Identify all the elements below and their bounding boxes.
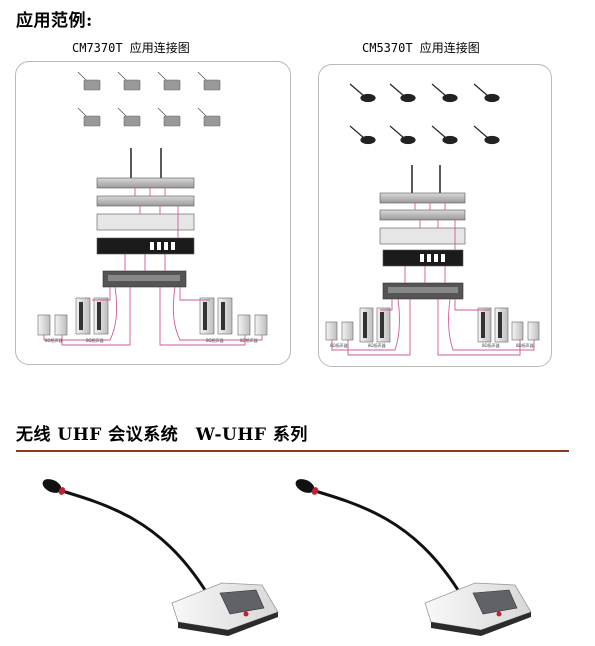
series-heading: 无线 UHF 会议系统 W-UHF 系列 xyxy=(16,425,308,445)
speaker-fronts-left xyxy=(79,302,225,330)
delegate-units-right xyxy=(349,83,500,145)
speakers-left xyxy=(37,297,268,336)
speaker-fronts-right xyxy=(363,312,502,338)
diagram-panel-cm7370t xyxy=(15,61,291,365)
equipment-rack-left xyxy=(96,148,195,288)
delegate-units-left xyxy=(77,71,221,127)
svg-text:8Ω扬声器: 8Ω扬声器 xyxy=(240,337,258,343)
cable-labels-left: 8Ω扬声器 8Ω扬声器 8Ω扬声器 8Ω扬声器 xyxy=(45,337,258,343)
examples-heading: 应用范例: xyxy=(16,11,93,31)
equipment-rack-right xyxy=(379,165,466,300)
svg-text:8Ω扬声器: 8Ω扬声器 xyxy=(206,337,224,343)
cable-labels-right: 8Ω扬声器 8Ω扬声器 8Ω扬声器 8Ω扬声器 xyxy=(330,342,534,348)
svg-text:8Ω扬声器: 8Ω扬声器 xyxy=(516,342,534,348)
cables-right xyxy=(331,203,535,356)
conference-unit-left xyxy=(42,479,279,636)
diagram-caption-cm7370t: CM7370T 应用连接图 xyxy=(72,41,190,55)
svg-text:8Ω扬声器: 8Ω扬声器 xyxy=(86,337,104,343)
svg-text:8Ω扬声器: 8Ω扬声器 xyxy=(368,342,386,348)
section-divider xyxy=(16,450,569,452)
svg-text:8Ω扬声器: 8Ω扬声器 xyxy=(45,337,63,343)
conference-unit-right xyxy=(295,479,532,636)
speakers-right xyxy=(325,307,540,343)
svg-text:8Ω扬声器: 8Ω扬声器 xyxy=(330,342,348,348)
svg-text:8Ω扬声器: 8Ω扬声器 xyxy=(482,342,500,348)
cables-left xyxy=(43,188,263,346)
diagram-caption-cm5370t: CM5370T 应用连接图 xyxy=(362,41,480,55)
